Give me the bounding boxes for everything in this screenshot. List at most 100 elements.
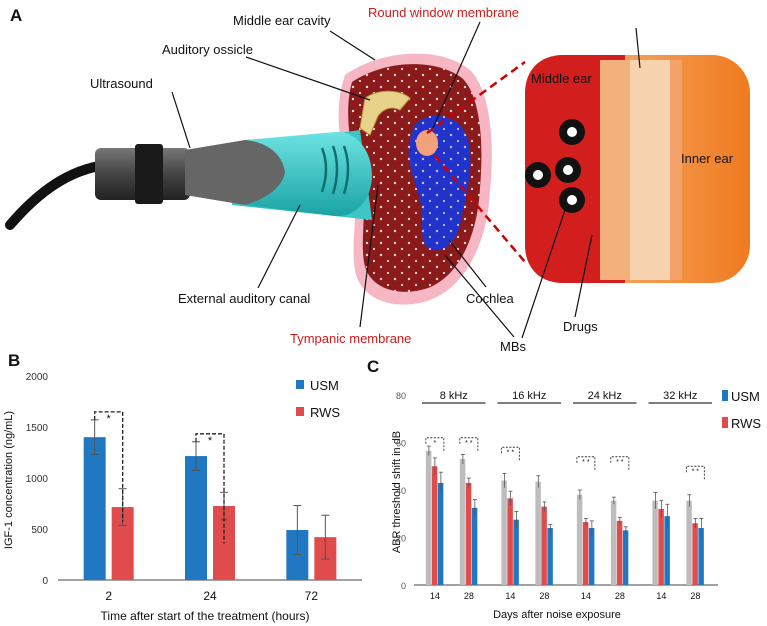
chart-b-xtick: 72 <box>305 589 319 603</box>
chart-b-ytick: 0 <box>42 576 48 587</box>
chart-b-legend-label: RWS <box>310 405 340 420</box>
chart-c-bar <box>535 481 541 585</box>
chart-c-bar <box>698 528 704 585</box>
chart-b-ytick: 500 <box>31 525 48 536</box>
chart-c-legend-swatch <box>722 417 728 428</box>
label-middle-ear: Middle ear <box>531 71 592 86</box>
chart-b-legend-swatch <box>296 407 304 416</box>
chart-c-significance-star: * * <box>507 449 515 456</box>
chart-b-ytick: 2000 <box>26 372 49 383</box>
chart-c-significance-star: * * <box>465 440 473 447</box>
chart-b-significance-bracket <box>195 433 225 544</box>
chart-c-bar <box>686 500 692 585</box>
chart-c-bar <box>459 459 466 585</box>
chart-c-group-label: 32 kHz <box>663 390 697 402</box>
chart-b-bar <box>83 437 106 580</box>
chart-c-xlabel: Days after noise exposure <box>493 609 621 621</box>
chart-b: IGF-1 concentration (ng/mL) Time after s… <box>3 372 362 623</box>
chart-c-xtick: 14 <box>581 591 591 601</box>
chart-c-bar <box>610 500 617 585</box>
chart-b-significance-star: * <box>208 435 213 447</box>
chart-c-bar <box>541 506 547 585</box>
chart-b-xlabel: Time after start of the treatment (hours… <box>101 609 310 623</box>
chart-c-significance-bracket <box>576 456 596 471</box>
chart-c-bar <box>652 500 658 585</box>
chart-c-bar <box>582 522 589 585</box>
chart-c-group-label: 8 kHz <box>440 390 468 402</box>
ossicle-shape <box>359 90 411 136</box>
chart-c-bar <box>465 482 472 585</box>
chart-c-significance-bracket <box>459 437 479 452</box>
chart-c-xtick: 14 <box>505 591 515 601</box>
chart-c-bar <box>616 520 623 585</box>
leader-lines <box>171 21 641 339</box>
chart-c-ytick: 40 <box>396 486 406 496</box>
chart-c-ytick: 80 <box>396 391 406 401</box>
chart-c-significance-star: * * <box>616 459 624 466</box>
label-auditory-ossicle: Auditory ossicle <box>162 42 254 57</box>
chart-b-ytick: 1000 <box>26 474 49 485</box>
chart-b-bar <box>111 507 134 580</box>
label-mbs: MBs <box>500 339 526 354</box>
chart-c-xtick: 14 <box>656 591 666 601</box>
chart-c-bar <box>513 519 519 585</box>
chart-c-bar <box>622 530 629 585</box>
chart-c-bar <box>588 528 595 585</box>
panel-b-letter: B <box>8 351 21 370</box>
ultrasound-illustration <box>5 53 750 305</box>
chart-b-legend-swatch <box>296 380 304 389</box>
cell-layer <box>600 60 682 280</box>
chart-c-significance-bracket <box>425 437 445 452</box>
chart-b-xtick: 24 <box>203 589 217 603</box>
chart-c-legend-swatch <box>722 390 728 401</box>
chart-c-bar <box>431 466 438 585</box>
chart-b-significance-star: * <box>107 413 112 425</box>
chart-c-significance-bracket <box>685 465 705 481</box>
chart-c-xtick: 28 <box>539 591 549 601</box>
chart-c-xtick: 28 <box>615 591 625 601</box>
round-window <box>416 130 438 156</box>
chart-c-bar <box>576 494 583 585</box>
chart-c-legend-label: RWS <box>731 416 761 431</box>
chart-c-ytick: 60 <box>396 439 406 449</box>
chart-c-significance-star: * <box>434 440 437 447</box>
chart-c-ylabel: ABR threshold shift in dB <box>391 431 403 553</box>
chart-c-legend-label: USM <box>731 389 760 404</box>
chart-c-ytick: 20 <box>396 534 406 544</box>
chart-b-ytick: 1500 <box>26 423 49 434</box>
chart-c-xtick: 14 <box>430 591 440 601</box>
chart-c-significance-bracket <box>610 456 630 471</box>
chart-c-bar <box>425 450 432 585</box>
label-drugs: Drugs <box>563 319 598 334</box>
chart-c-bar <box>501 480 507 585</box>
label-round-window-membrane: Round window membrane <box>368 5 520 20</box>
chart-c-ytick: 0 <box>401 581 406 591</box>
chart-c-xtick: 28 <box>690 591 700 601</box>
panel-a-letter: A <box>10 6 23 25</box>
chart-c-bar <box>547 528 553 585</box>
chart-c-bar <box>658 509 664 585</box>
chart-c-bar <box>692 523 698 585</box>
chart-b-xtick: 2 <box>105 589 112 603</box>
chart-b-bar <box>185 456 207 580</box>
label-ultrasound: Ultrasound <box>90 76 153 91</box>
panel-c-letter: C <box>367 357 380 376</box>
chart-c-group-label: 24 kHz <box>588 390 622 402</box>
chart-c-significance-bracket <box>500 446 520 462</box>
chart-c: ABR threshold shift in dB Days after noi… <box>391 389 761 621</box>
chart-c-xtick: 28 <box>464 591 474 601</box>
chart-b-bar <box>286 530 309 580</box>
label-tympanic-membrane: Tympanic membrane <box>290 331 412 346</box>
chart-c-bar <box>471 507 478 585</box>
label-inner-ear: Inner ear <box>681 151 734 166</box>
chart-c-bar <box>507 498 513 585</box>
chart-b-legend-label: USM <box>310 378 339 393</box>
chart-c-group-label: 16 kHz <box>512 390 546 402</box>
label-external-auditory-canal: External auditory canal <box>178 291 311 306</box>
chart-c-significance-star: * * <box>692 468 700 475</box>
label-middle-ear-cavity: Middle ear cavity <box>233 13 331 28</box>
chart-c-significance-star: * * <box>582 459 590 466</box>
chart-c-bar <box>437 482 444 585</box>
chart-b-ylabel: IGF-1 concentration (ng/mL) <box>3 411 15 549</box>
probe-cable <box>5 160 110 230</box>
